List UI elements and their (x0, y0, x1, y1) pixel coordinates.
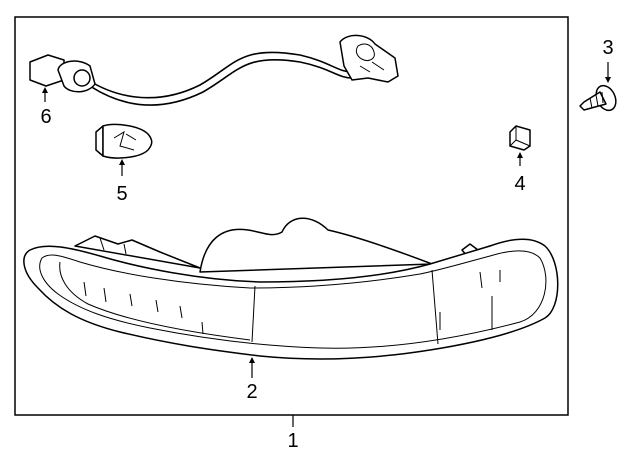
callout-4: 4 (514, 173, 525, 195)
clip (509, 125, 531, 151)
callout-6: 6 (40, 106, 51, 128)
socket-harness (29, 34, 399, 106)
callout-3: 3 (602, 37, 613, 59)
lamp-lens (23, 217, 559, 360)
bulb (95, 123, 153, 159)
callout-1: 1 (287, 430, 298, 452)
callout-5: 5 (116, 183, 127, 205)
callout-2: 2 (246, 381, 257, 403)
screw (579, 84, 617, 112)
assembly-frame (14, 16, 569, 416)
